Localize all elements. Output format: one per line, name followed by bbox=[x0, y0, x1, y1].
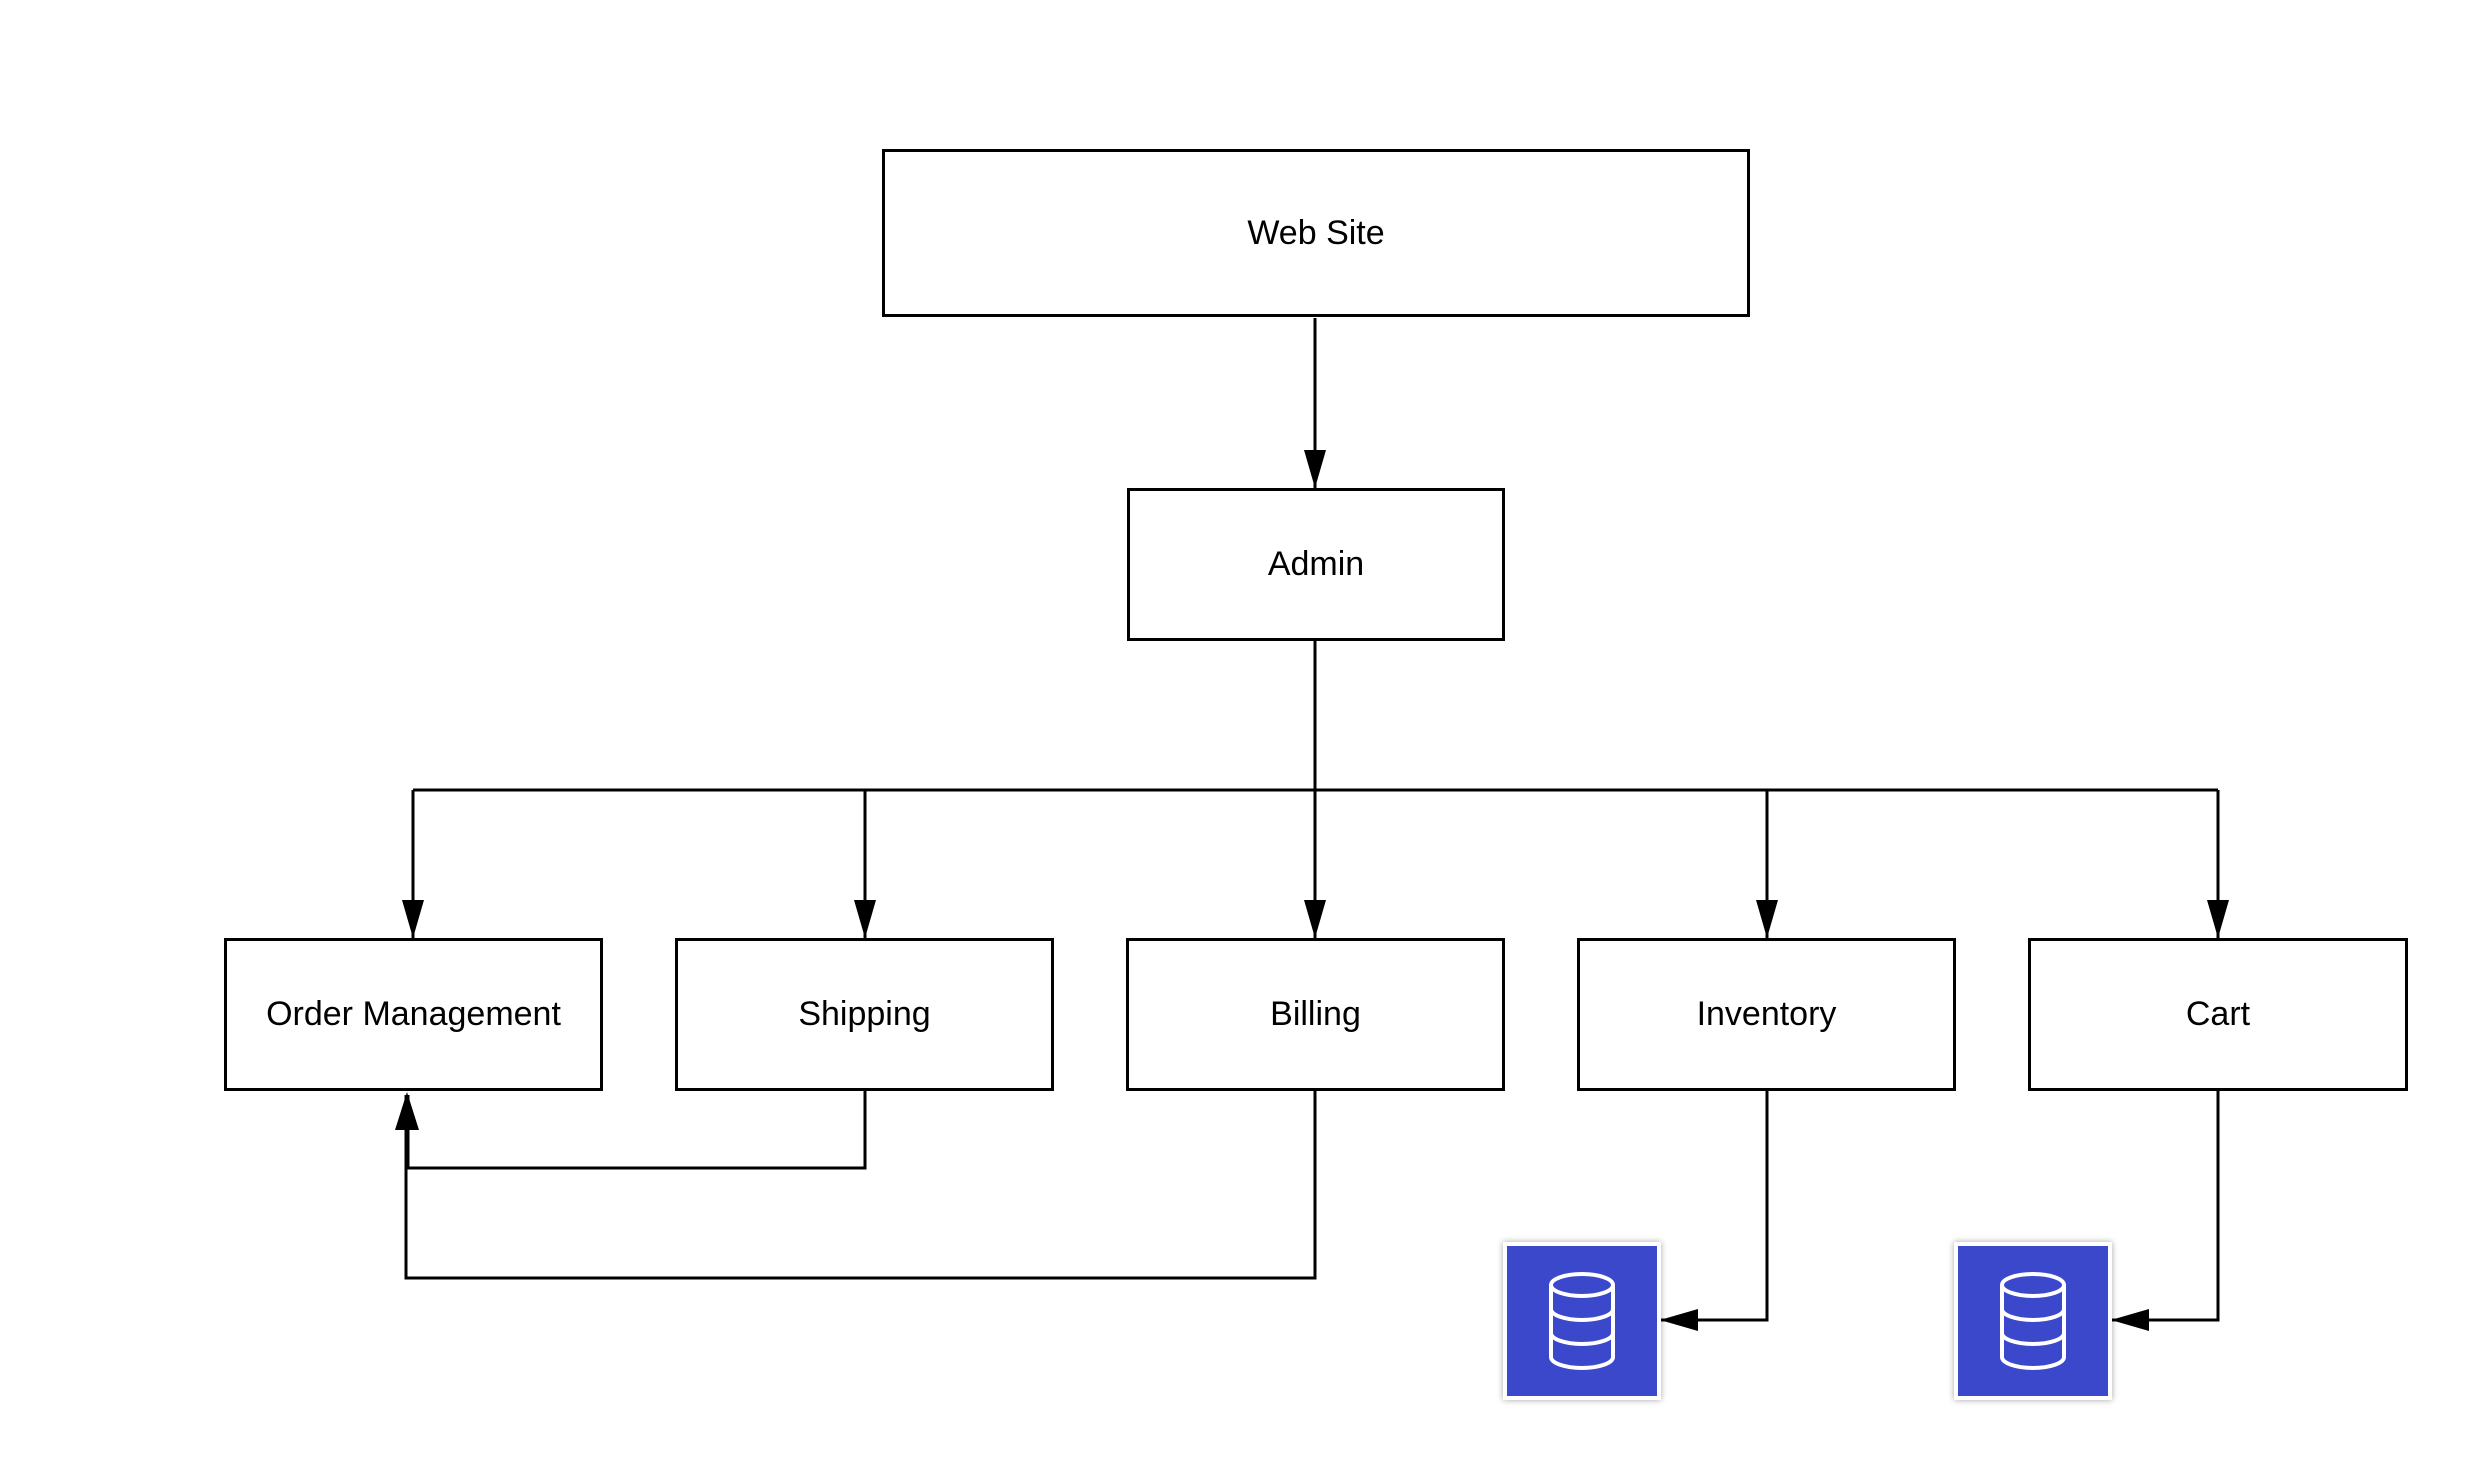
node-admin-label: Admin bbox=[1267, 545, 1365, 583]
node-billing[interactable]: Billing bbox=[1126, 938, 1505, 1091]
node-shipping[interactable]: Shipping bbox=[675, 938, 1054, 1091]
edge-shipping-order-management bbox=[406, 1091, 867, 1170]
inventory-database[interactable] bbox=[1503, 1242, 1661, 1400]
node-inventory-label: Inventory bbox=[1696, 995, 1837, 1033]
node-cart-label: Cart bbox=[2185, 995, 2251, 1033]
arrowhead-inventory bbox=[1756, 900, 1778, 938]
node-cart[interactable]: Cart bbox=[2028, 938, 2408, 1091]
arrowhead-cart bbox=[2207, 900, 2229, 938]
node-billing-label: Billing bbox=[1270, 995, 1361, 1033]
arrowhead-order-management bbox=[402, 900, 424, 938]
arrowhead-shipping bbox=[854, 900, 876, 938]
arrowhead-inventory-database bbox=[1660, 1309, 1698, 1331]
database-icon bbox=[2000, 1272, 2066, 1370]
arrowhead-billing bbox=[1304, 900, 1326, 938]
edge-billing-order-management bbox=[404, 1091, 1317, 1280]
node-order-management-label: Order Management bbox=[266, 995, 561, 1033]
edge-cart-database bbox=[2111, 1091, 2220, 1322]
arrowhead-cart-database bbox=[2111, 1309, 2149, 1331]
arrowhead-order-management-return bbox=[395, 1092, 419, 1130]
node-website-label: Web Site bbox=[1247, 213, 1385, 252]
node-shipping-label: Shipping bbox=[798, 995, 931, 1033]
arrowhead-admin bbox=[1304, 450, 1326, 488]
edge-inventory-database bbox=[1660, 1091, 1769, 1322]
node-inventory[interactable]: Inventory bbox=[1577, 938, 1956, 1091]
node-website[interactable]: Web Site bbox=[882, 149, 1750, 317]
node-admin[interactable]: Admin bbox=[1127, 488, 1505, 641]
database-icon bbox=[1549, 1272, 1615, 1370]
node-order-management[interactable]: Order Management bbox=[224, 938, 603, 1091]
cart-database[interactable] bbox=[1954, 1242, 2112, 1400]
